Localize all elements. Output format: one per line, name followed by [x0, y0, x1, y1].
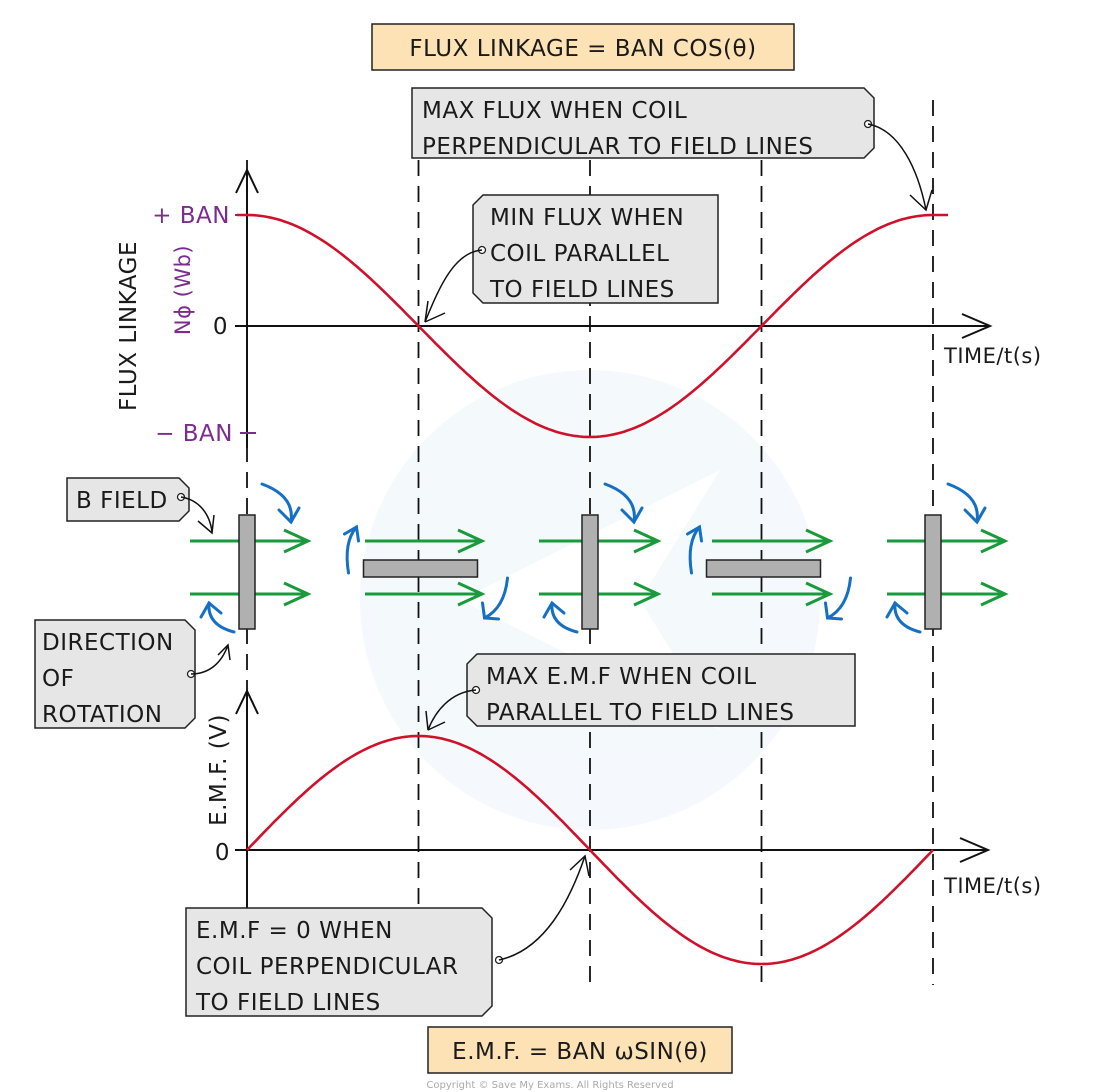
- copyright-text: Copyright © Save My Exams. All Rights Re…: [426, 1080, 673, 1091]
- pointer-line: [180, 496, 213, 533]
- coil-group: [539, 482, 662, 634]
- callout-text-line: PARALLEL TO FIELD LINES: [486, 700, 794, 726]
- coil-parallel: [362, 559, 479, 578]
- callout-text-line: MIN FLUX WHEN: [490, 205, 684, 231]
- coil-perpendicular: [581, 514, 599, 630]
- pointer-arrowhead: [909, 189, 933, 212]
- field-line-arrow: [712, 528, 834, 554]
- pointer-arrowhead: [425, 710, 446, 731]
- callout-max-flux: MAX FLUX WHEN COIL PERPENDICULAR TO FIELD…: [411, 87, 933, 212]
- emf-y-arrowhead: [235, 688, 259, 715]
- callout-text-line: OF: [42, 666, 74, 692]
- callout-text-line: DIRECTION: [42, 630, 174, 656]
- rotation-arrow-icon: [343, 524, 509, 621]
- pointer-arrowhead: [217, 643, 231, 661]
- callout-max-emf: MAX E.M.F WHEN COIL PARALLEL TO FIELD LIN…: [425, 653, 856, 731]
- callout-direction-of-rotation: DIRECTION OF ROTATION: [34, 619, 231, 729]
- emf-x-label: TIME/t(s): [943, 874, 1042, 898]
- emf-y-label: E.M.F. (V): [206, 714, 232, 826]
- emf-formula-box: E.M.F. = BAN ωSIN(θ): [427, 1026, 733, 1074]
- emf-x-arrowhead: [959, 837, 991, 863]
- pointer-line: [427, 689, 477, 731]
- callout-text-line: MAX E.M.F WHEN COIL: [486, 664, 757, 690]
- flux-formula-box: FLUX LINKAGE = BAN COS(θ): [371, 23, 795, 71]
- emf-curve: [246, 734, 934, 966]
- pointer-line: [424, 249, 483, 323]
- rotation-arrow-icon: [885, 482, 987, 634]
- flux-curve: [237, 213, 948, 439]
- callout-text-line: PERPENDICULAR TO FIELD LINES: [422, 134, 814, 160]
- pointer-arrowhead: [197, 514, 215, 535]
- flux-x-label: TIME/t(s): [943, 344, 1042, 368]
- field-line-arrow: [887, 528, 1009, 554]
- pointer-line: [867, 123, 927, 211]
- callouts: MAX FLUX WHEN COIL PERPENDICULAR TO FIELD…: [34, 87, 933, 1017]
- callout-text-line: MAX FLUX WHEN COIL: [422, 98, 687, 124]
- callout-text-line: ROTATION: [42, 702, 162, 728]
- coil-group: [343, 524, 509, 621]
- callout-text-line: TO FIELD LINES: [195, 990, 381, 1016]
- pointer-line: [190, 644, 229, 675]
- emf-formula: E.M.F. = BAN ωSIN(θ): [452, 1039, 708, 1065]
- rotation-arrow-icon: [199, 482, 301, 634]
- rotation-arrow-icon: [686, 524, 852, 621]
- callout-min-flux: MIN FLUX WHEN COIL PARALLEL TO FIELD LINES: [424, 194, 719, 323]
- flux-y-label: FLUX LINKAGE: [116, 241, 142, 411]
- flux-x-arrowhead: [961, 313, 993, 339]
- emf-chart: 0 E.M.F. (V) TIME/t(s): [206, 688, 1042, 966]
- callout-text-line: B FIELD: [76, 488, 168, 514]
- coil-group: [190, 482, 312, 634]
- pointer-arrowhead: [424, 300, 446, 323]
- callout-text-line: TO FIELD LINES: [489, 277, 675, 303]
- coil-perpendicular: [238, 514, 256, 630]
- callout-text-line: COIL PERPENDICULAR: [196, 954, 459, 980]
- pos-ban-label: + BAN: [152, 203, 230, 229]
- flux-y-arrowhead: [235, 167, 259, 194]
- emf-zero-label: 0: [215, 840, 230, 866]
- coil-group: [686, 524, 852, 621]
- neg-ban-label: − BAN: [155, 421, 233, 447]
- pointer-arrowhead: [569, 854, 590, 877]
- coil-group: [885, 482, 1009, 634]
- flux-y-unit-label: Nϕ (Wb): [171, 245, 195, 335]
- field-line-arrow: [365, 581, 486, 607]
- coil-parallel: [705, 559, 822, 578]
- pointer-line: [498, 855, 586, 961]
- flux-chart: + BAN 0 − BAN FLUX LINKAGE Nϕ (Wb) TIME/…: [116, 167, 1042, 448]
- callout-b-field: B FIELD: [66, 477, 215, 535]
- callout-zero-emf: E.M.F = 0 WHEN COIL PERPENDICULAR TO FIELD…: [185, 854, 590, 1017]
- callout-text-line: E.M.F = 0 WHEN: [196, 918, 393, 944]
- field-line-arrow: [712, 581, 834, 607]
- flux-formula: FLUX LINKAGE = BAN COS(θ): [409, 36, 756, 62]
- field-line-arrow: [365, 528, 486, 554]
- flux-zero-label: 0: [213, 314, 228, 340]
- coil-perpendicular: [924, 514, 942, 630]
- coil-rotation-row: [190, 482, 1009, 634]
- callout-text-line: COIL PARALLEL: [490, 241, 669, 267]
- rotation-arrow-icon: [542, 482, 644, 634]
- field-line-arrow: [887, 581, 1009, 607]
